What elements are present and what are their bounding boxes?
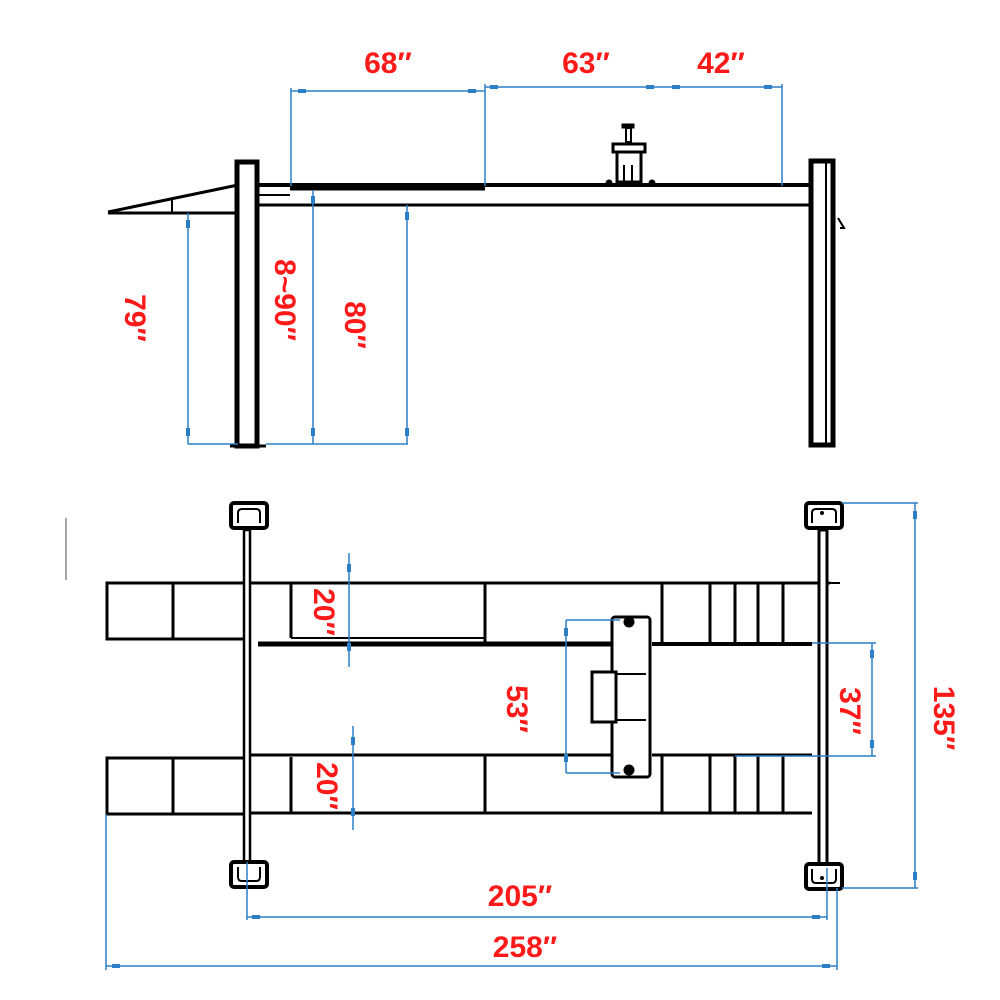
- right-crossbeam: [804, 501, 844, 891]
- left-crossbeam: [229, 501, 269, 889]
- left-post: [230, 159, 266, 449]
- runway-beam: [258, 183, 811, 207]
- dim-80: 80″: [338, 301, 371, 349]
- right-post: [808, 158, 846, 448]
- dim-20-lower: 20″: [310, 762, 343, 810]
- dim-63: 63″: [562, 47, 610, 80]
- dim-68: 68″: [364, 47, 412, 80]
- dim-135: 135″: [927, 686, 960, 750]
- lower-runway: [105, 753, 812, 816]
- dim-8-90: 8~90″: [268, 259, 301, 341]
- rolling-jack: [605, 123, 656, 187]
- top-dimension-lines: [105, 502, 918, 970]
- dim-42: 42″: [697, 47, 745, 80]
- dimension-labels: 68″ 63″ 42″ 79″ 8~90″ 80″ 20″ 20″ 53″ 37…: [118, 47, 960, 964]
- upper-runway: [105, 581, 830, 647]
- side-view: [107, 84, 846, 449]
- ramp: [107, 183, 240, 215]
- dim-258: 258″: [493, 931, 557, 964]
- dim-79: 79″: [118, 294, 151, 342]
- side-dimension-lines: [186, 84, 783, 445]
- dim-37: 37″: [833, 687, 866, 735]
- rolling-jack-top: [590, 615, 652, 779]
- top-view: [65, 501, 918, 970]
- dim-20-upper: 20″: [307, 588, 340, 636]
- dim-205: 205″: [488, 880, 552, 913]
- dim-53: 53″: [500, 685, 533, 733]
